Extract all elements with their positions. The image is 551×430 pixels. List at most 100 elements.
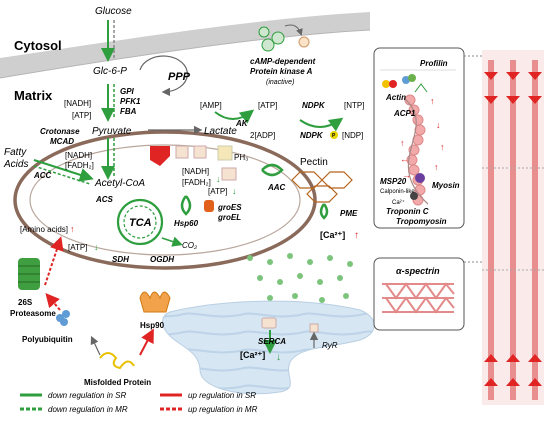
ca-lower-label: [Ca²⁺]: [240, 350, 265, 360]
ryr-label: RyR: [322, 341, 338, 350]
acc-label: ACC: [33, 171, 52, 180]
ca-sarc-label: Ca²⁺: [392, 199, 405, 206]
actin-label: Actin: [385, 93, 406, 102]
ppp-label: PPP: [168, 71, 191, 83]
hsp90-label: Hsp90: [140, 321, 165, 330]
svg-text:↑: ↑: [430, 96, 435, 106]
misfolded-label: Misfolded Protein: [84, 378, 151, 387]
pka-state: (inactive): [266, 79, 294, 86]
svg-text:↑: ↑: [70, 224, 75, 234]
svg-text:↓: ↓: [216, 174, 221, 184]
legend-label: down regulation in SR: [48, 391, 126, 400]
profilin-label: Profilin: [420, 59, 448, 68]
polyubiquitin-label: Polyubiquitin: [22, 335, 73, 344]
atp-ak-label: [ATP]: [258, 101, 277, 110]
legend-label: up regulation in MR: [188, 405, 258, 414]
svg-text:→: →: [402, 170, 411, 180]
pyruvate-label: Pyruvate: [92, 126, 132, 137]
muscle-fiber: [482, 50, 544, 405]
tca-cycle: TCA: [116, 198, 164, 246]
groel-label: groEL: [217, 213, 241, 222]
msp20-label: MSP20: [380, 177, 407, 186]
pka-title: cAMP-dependent: [250, 57, 316, 66]
atp2-mito-label: [ATP]: [208, 187, 227, 196]
amino-acids-label: [Amino acids]: [20, 225, 68, 234]
ak-label: AK: [235, 119, 249, 128]
svg-text:↑: ↑: [400, 138, 405, 148]
spectrin-panel: [373, 257, 465, 331]
pka-title2: Protein kinase A: [250, 67, 313, 76]
acids-label: Acids: [3, 159, 28, 170]
fadh2-label: [FADH₂]: [65, 161, 94, 170]
misfolded-protein-icon: [99, 352, 135, 370]
calponin-label: Calponin-like: [380, 189, 415, 195]
svg-text:↓: ↓: [232, 186, 237, 196]
svg-text:↓: ↓: [276, 352, 281, 363]
amp-label: [AMP]: [200, 101, 222, 110]
fadh2-mito-label: [FADH₂]: [182, 178, 211, 187]
enzyme-pfk1: PFK1: [120, 97, 141, 106]
svg-text:↑: ↑: [440, 142, 445, 152]
nadh-mito-label: [NADH]: [182, 167, 209, 176]
legend-label: up regulation in SR: [188, 391, 256, 400]
pme-label: PME: [340, 209, 358, 218]
crotonase-label: Crotonase: [40, 127, 80, 136]
glucose-label: Glucose: [95, 6, 132, 17]
mcad-label: MCAD: [50, 137, 74, 146]
troponin-label: Troponin C: [386, 207, 429, 216]
nadh-label: [NADH]: [64, 99, 91, 108]
cytosol-label: Cytosol: [14, 38, 62, 53]
ndpk-label: NDPK: [302, 101, 326, 110]
ndpk-p-label: NDPK: [300, 131, 324, 140]
acs-label: ACS: [95, 195, 114, 204]
adp-label: 2[ADP]: [250, 131, 275, 140]
mitochondrion: [13, 130, 317, 270]
fatty-label: Fatty: [4, 147, 27, 158]
hsp60-label: Hsp60: [174, 219, 199, 228]
myosin-label: Myosin: [432, 181, 460, 190]
ntp-label: [NTP]: [344, 101, 364, 110]
svg-text:↓: ↓: [94, 242, 99, 252]
groes-label: groES: [217, 203, 242, 212]
glc6p-label: Glc-6-P: [93, 66, 127, 77]
acetyl-coa-label: Acetyl-CoA: [94, 178, 145, 189]
serca-label: SERCA: [258, 337, 286, 346]
proteasome-num: 26S: [18, 298, 33, 307]
enzyme-gpi: GPI: [120, 87, 135, 96]
tca-label: TCA: [129, 217, 152, 229]
legend-label: down regulation in MR: [48, 405, 128, 414]
complex-protein: [150, 145, 233, 166]
proteasome-label: Proteasome: [10, 309, 56, 318]
svg-text:←: ←: [400, 154, 409, 164]
nadh2-label: [NADH]: [65, 151, 92, 160]
sarcoplasmic-reticulum: [162, 300, 375, 395]
proteasome-icon: [18, 258, 40, 290]
pectin-label: Pectin: [300, 157, 328, 168]
ogdh-label: OGDH: [150, 255, 174, 264]
aac-label: AAC: [267, 183, 286, 192]
calcium-dots: [247, 253, 353, 303]
atp-mito-label: [ATP]: [68, 243, 87, 252]
sarcomere-panel: [373, 47, 465, 229]
sdh-label: SDH: [112, 255, 129, 264]
ndp-label: [NDP]: [342, 131, 363, 140]
co2-label: CO₂: [182, 241, 197, 250]
svg-text:↑: ↑: [434, 162, 439, 172]
acp1-label: ACP1: [393, 109, 416, 118]
lactate-label: Lactate: [204, 126, 237, 137]
phospho-p: P: [332, 133, 336, 139]
atp-label: [ATP]: [72, 111, 91, 120]
matrix-label: Matrix: [14, 88, 53, 103]
svg-text:↑: ↑: [354, 230, 359, 241]
ppp-cycle: PPP: [139, 55, 191, 97]
pectin-lattice: [291, 171, 353, 203]
spectrin-label: α-spectrin: [396, 266, 440, 276]
ca-upper-label: [Ca²⁺]: [320, 230, 345, 240]
cell-membrane: [0, 12, 370, 78]
ph3-label: PH₃: [234, 153, 248, 162]
hsp90-icon: [139, 291, 171, 313]
tropomyosin-label: Tropomyosin: [396, 217, 447, 226]
legend: down regulation in SR up regulation in SR…: [20, 391, 258, 414]
